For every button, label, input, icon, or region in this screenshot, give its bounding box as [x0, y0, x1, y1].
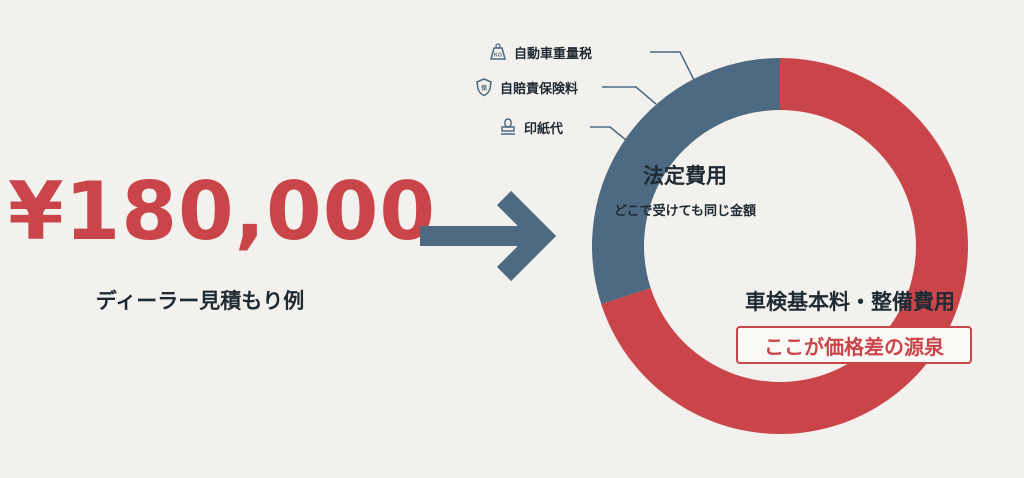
donut-segment-statutory	[591, 58, 780, 305]
callout-weight-tax: KG 自動車重量税	[488, 42, 592, 62]
callout-stamp: 印紙代	[498, 117, 563, 137]
callout-stamp-label: 印紙代	[524, 121, 564, 137]
price-amount: ¥180,000	[8, 165, 437, 258]
callout-line-stamp	[590, 126, 627, 141]
base-fees-title: 車検基本料・整備費用	[745, 290, 955, 314]
insurance-shield-icon: 保	[476, 78, 492, 97]
svg-text:保: 保	[480, 84, 488, 92]
callout-insurance-label: 自賠責保険料	[500, 81, 579, 97]
price-caption: ディーラー見積もり例	[95, 289, 305, 313]
price-gap-highlight: ここが価格差の源泉	[736, 326, 972, 364]
callout-line-insurance	[602, 86, 657, 105]
stamp-icon	[501, 118, 515, 135]
kg-weight-icon: KG	[490, 43, 506, 60]
svg-text:KG: KG	[494, 53, 502, 59]
arrow-head	[496, 190, 557, 282]
callout-line-weight-tax	[650, 51, 695, 81]
callout-insurance: 保 自賠責保険料	[474, 77, 578, 97]
statutory-fees-title: 法定費用	[643, 164, 727, 188]
callout-weight-tax-label: 自動車重量税	[514, 46, 593, 62]
statutory-fees-subtitle: どこで受けても同じ金額	[614, 204, 756, 219]
arrow-right-icon	[420, 190, 557, 282]
